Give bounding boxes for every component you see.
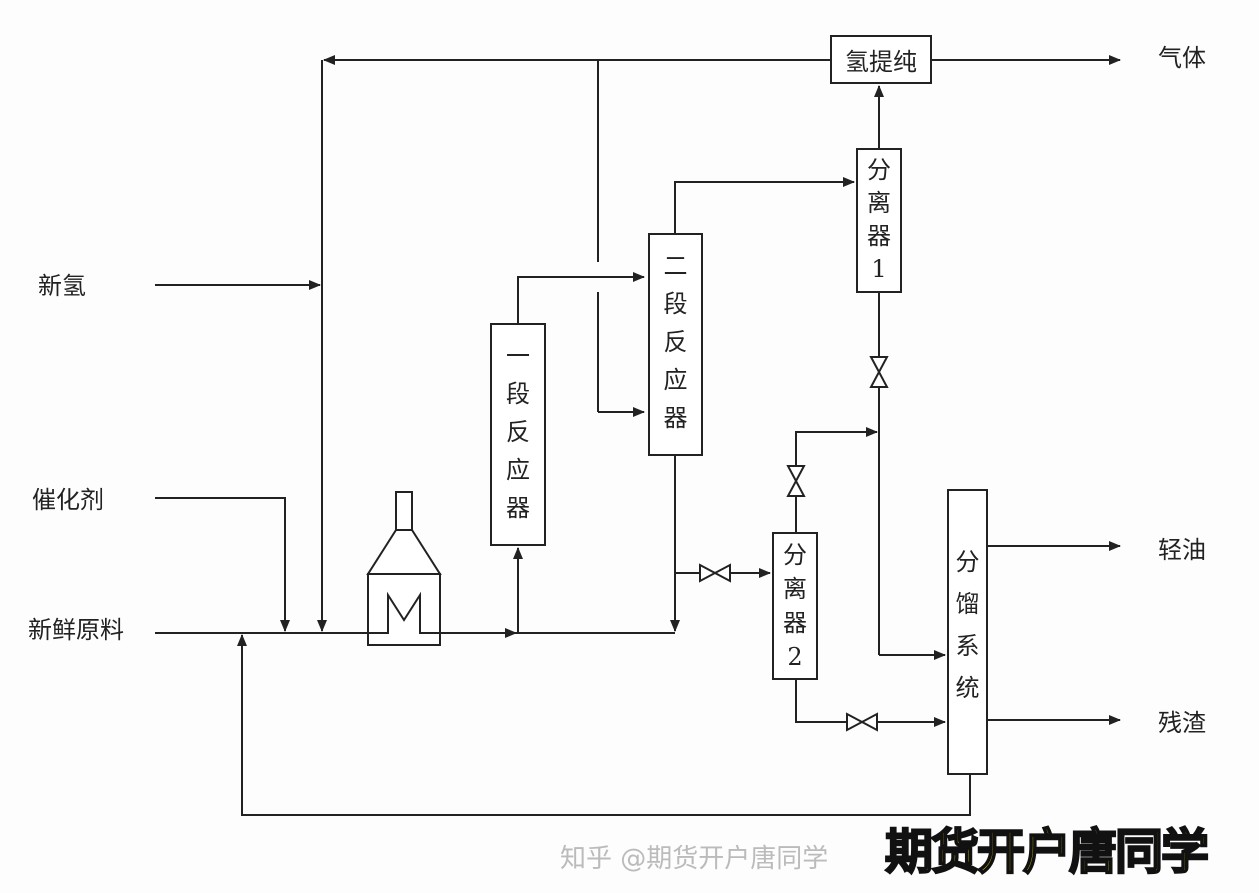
stage1-reactor: 一段反应器 [490, 323, 546, 546]
catalyst-line [155, 497, 290, 632]
watermark-brand: 期货开户唐同学 [884, 823, 1210, 881]
residue-recycle-line [237, 634, 971, 816]
unit-label: 氢提纯 [845, 48, 917, 76]
gas-label: 气体 [1158, 44, 1206, 72]
stage2-reactor: 二段反应器 [648, 233, 703, 456]
separator-1: 分离器1 [856, 148, 902, 293]
furnace-icon [366, 491, 442, 646]
catalyst-label: 催化剂 [32, 486, 104, 514]
residue-label: 残渣 [1158, 709, 1206, 737]
watermark-platform: 知乎 @期货开户唐同学 [560, 844, 829, 874]
valve-icon [786, 465, 806, 497]
separator-2: 分离器2 [772, 532, 818, 680]
valve-icon [699, 563, 731, 583]
unit-label: 二段反应器 [663, 252, 688, 432]
fractionation-system: 分馏系统 [947, 489, 988, 775]
hydrogen-purification-unit: 氢提纯 [830, 35, 932, 84]
unit-label: 分离器1 [867, 156, 891, 283]
unit-label: 一段反应器 [506, 342, 530, 522]
new-hydrogen-label: 新氢 [38, 272, 86, 300]
fresh-feed-label: 新鲜原料 [28, 616, 124, 644]
unit-label: 分离器2 [783, 541, 807, 671]
light-oil-label: 轻油 [1158, 536, 1206, 564]
valve-icon [869, 356, 889, 388]
unit-label: 分馏系统 [955, 548, 980, 702]
valve-icon [846, 712, 878, 732]
